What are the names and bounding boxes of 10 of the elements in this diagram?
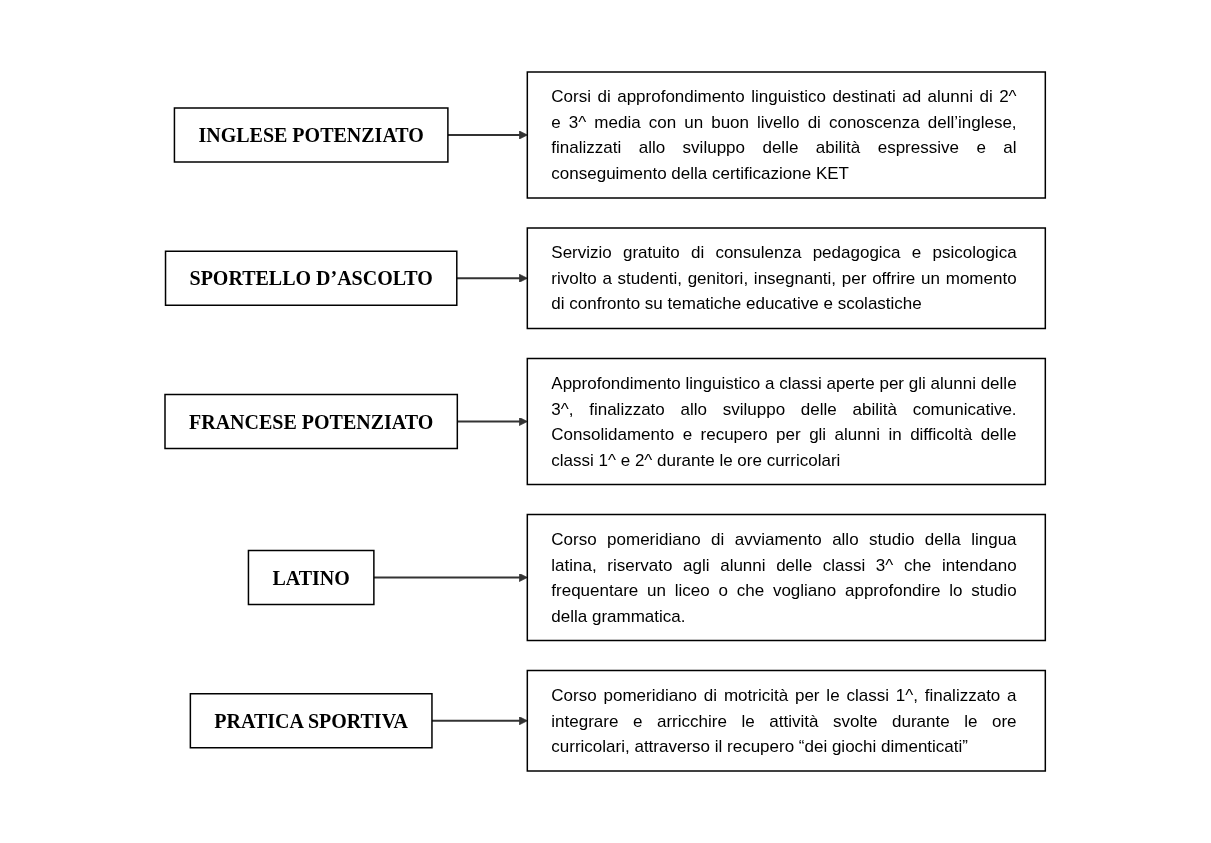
node-box: Servizio gratuito di consulenza pedagogica e psicologica rivolto a studenti, genitori, insegnanti, per offrire un momento di confronto su tematiche educative e scolastiche	[526, 227, 1047, 330]
node-box: Corsi di approfondimento linguistico destinati ad alunni di 2^ e 3^ media con un buon livello di conoscenza dell’inglese, finalizzati allo sviluppo delle abilità espressive e al conseguimento della certificazione KET	[526, 71, 1047, 199]
node-box: INGLESE POTENZIATO	[174, 107, 449, 163]
node-box: SPORTELLO D’ASCOLTO	[165, 250, 458, 306]
node-box: Corso pomeridiano di motricità per le classi 1^, finalizzato a integrare e arricchire le attività svolte durante le ore curricolari, attraverso il recupero “dei giochi dimenticati”	[526, 669, 1047, 772]
node-box: Corso pomeridiano di avviamento allo studio della lingua latina, riservato agli alunni delle classi 3^ che intendano frequentare un liceo o che vogliano approfondire lo studio della grammatica.	[526, 513, 1047, 642]
node-box: PRATICA SPORTIVA	[189, 693, 434, 749]
node-box: FRANCESE POTENZIATO	[164, 393, 459, 450]
node-box: LATINO	[248, 549, 375, 606]
node-box: Approfondimento linguistico a classi aperte per gli alunni delle 3^, finalizzato allo sviluppo delle abilità comunicative. Consolidamento e recupero per gli alunni in difficoltà delle classi 1^ e 2^ durante le ore curricolari	[526, 357, 1047, 486]
